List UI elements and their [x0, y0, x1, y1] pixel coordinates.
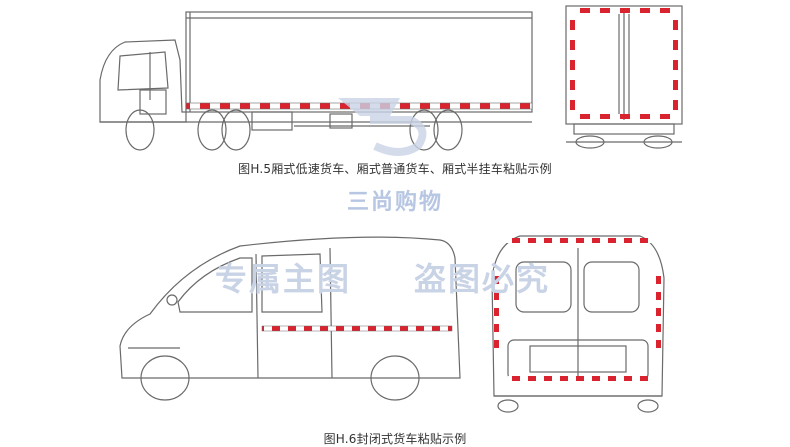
rear-top-tape-van [506, 238, 652, 243]
van-side-tape [261, 325, 453, 332]
fuel-tank [251, 111, 293, 131]
rear-left-tape-van [494, 268, 499, 348]
truck-rear-view [565, 5, 683, 149]
van-front-wheel [140, 355, 190, 401]
box-truck-drawing [99, 5, 683, 151]
van-side-window [261, 253, 323, 313]
truck-wheels [125, 109, 463, 151]
van-side-view [119, 236, 461, 401]
figure-caption: 图H.6封闭式货车粘贴示例 [323, 432, 467, 446]
rear-right-tape [673, 13, 678, 114]
rear-left-tape [570, 13, 575, 114]
van-body [119, 236, 461, 379]
van-windshield [177, 257, 253, 313]
rear-bottom-tape [570, 114, 678, 119]
figure-box-truck: 图H.5厢式低速货车、厢式普通货车、厢式半挂车粘贴示例 [0, 0, 790, 180]
van-rear-body [491, 235, 665, 397]
truck-side-view [99, 11, 533, 151]
rear-bumper-tape-van [508, 376, 648, 381]
watermark-brand: 三尚购物 [346, 190, 443, 215]
van-drawing [119, 235, 665, 413]
truck-cab [99, 39, 187, 123]
rear-window-right [583, 261, 640, 313]
rear-window-left [515, 261, 572, 313]
van-rear-wheel [370, 355, 420, 401]
figure-caption: 图H.5厢式低速货车、厢式普通货车、厢式半挂车粘贴示例 [238, 162, 552, 176]
watermark-logo-icon [338, 98, 427, 156]
van-rear-view [491, 235, 665, 413]
cab-window [117, 51, 169, 91]
rear-right-tape-van [656, 268, 661, 348]
figure-van: 图H.6封闭式货车粘贴示例 [0, 228, 790, 447]
rear-top-tape [570, 8, 678, 13]
